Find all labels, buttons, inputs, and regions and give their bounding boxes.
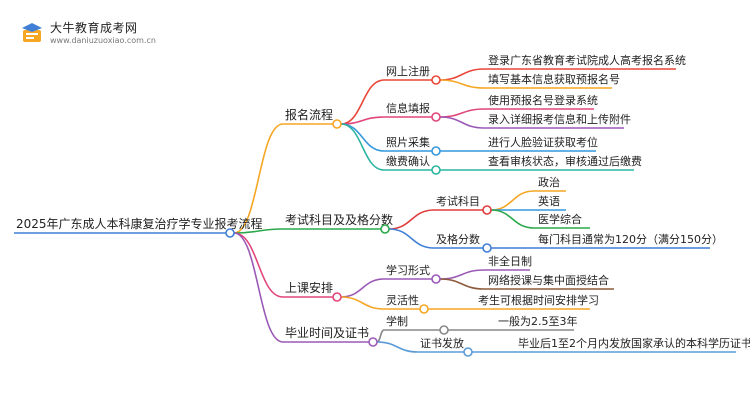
subtopic-4-1: 学制: [386, 314, 408, 328]
leaf-1-2-1: 使用预报名号登录系统: [488, 93, 598, 107]
leaf-3-2-1: 考生可根据时间安排学习: [478, 293, 599, 307]
subtopic-connector-1-2: [340, 116, 385, 125]
branch-topic-1: 报名流程: [285, 107, 333, 122]
leaf-1-4-1: 查看审核状态，审核通过后缴费: [488, 154, 642, 168]
leaf-4-1-1: 一般为2.5至3年: [498, 314, 578, 328]
root-topic: 2025年广东成人本科康复治疗学专业报考流程: [16, 216, 263, 231]
subtopic-connector-2-1: [388, 209, 435, 230]
leaf-connector-3-1-1: [439, 269, 485, 280]
subtopic-collapse-knob-4-1[interactable]: [439, 325, 449, 335]
branch-topic-3: 上课安排: [285, 280, 333, 295]
leaf-connector-1-1-1: [439, 68, 485, 81]
branch-topic-4: 毕业时间及证书: [285, 326, 369, 340]
root-collapse-knob[interactable]: [225, 228, 235, 238]
leaf-connector-2-1-3: [490, 209, 535, 229]
subtopic-collapse-knob-3-2[interactable]: [419, 304, 429, 314]
subtopic-connector-3-2: [340, 296, 385, 310]
subtopic-1-4: 缴费确认: [386, 154, 430, 168]
leaf-2-1-1: 政治: [538, 175, 560, 189]
leaf-1-2-2: 录入详细报考信息和上传附件: [488, 112, 631, 126]
subtopic-4-2: 证书发放: [420, 336, 464, 350]
subtopic-connector-2-2: [388, 228, 435, 249]
branch-collapse-knob-1[interactable]: [332, 119, 342, 129]
subtopic-connector-4-1: [376, 329, 385, 343]
subtopic-connector-4-2: [376, 341, 419, 353]
site-logo[interactable]: 大牛教育成考网 www.daniuzuoxiao.com.cn: [8, 12, 168, 52]
subtopic-collapse-knob-1-2[interactable]: [431, 112, 441, 122]
leaf-2-1-2: 英语: [538, 194, 560, 208]
subtopic-connector-1-1: [340, 79, 385, 125]
subtopic-1-2: 信息填报: [386, 101, 430, 115]
subtopic-1-3: 照片采集: [386, 135, 430, 149]
subtopic-2-2: 及格分数: [436, 232, 480, 246]
subtopic-connector-1-4: [340, 123, 385, 171]
branch-collapse-knob-2[interactable]: [380, 224, 390, 234]
branch-connector-3: [233, 232, 284, 298]
subtopic-collapse-knob-1-3[interactable]: [431, 146, 441, 156]
leaf-4-2-1: 毕业后1至2个月内发放国家承认的本科学历证书: [518, 336, 750, 350]
branch-connector-1: [233, 123, 284, 234]
branch-collapse-knob-4[interactable]: [368, 337, 378, 347]
leaf-1-3-1: 进行人脸验证获取考位: [488, 135, 598, 149]
subtopic-collapse-knob-1-4[interactable]: [431, 165, 441, 175]
leaf-1-1-1: 登录广东省教育考试院成人高考报名系统: [488, 53, 686, 67]
leaf-2-1-3: 医学综合: [538, 212, 582, 226]
mind-map-nodes: 2025年广东成人本科康复治疗学专业报考流程 报名流程 网上注册 登录广东省教育考试院…: [16, 53, 750, 357]
branch-topic-2: 考试科目及及格分数: [285, 212, 393, 227]
leaf-connector-1-2-1: [439, 108, 485, 118]
logo-title: 大牛教育成考网: [50, 21, 138, 35]
graduation-book-icon: [22, 23, 42, 42]
subtopic-connector-3-1: [340, 278, 385, 298]
mind-map-edges: [14, 68, 736, 353]
logo-url: www.daniuzuoxiao.com.cn: [50, 36, 156, 45]
subtopic-3-2: 灵活性: [386, 293, 419, 307]
subtopic-collapse-knob-3-1[interactable]: [431, 274, 441, 284]
leaf-1-1-2: 填写基本信息获取预报名号: [488, 72, 620, 86]
leaf-3-1-2: 网络授课与集中面授结合: [488, 273, 609, 287]
subtopic-2-1: 考试科目: [436, 194, 480, 208]
branch-collapse-knob-3[interactable]: [332, 292, 342, 302]
leaf-connector-1-1-2: [439, 79, 485, 89]
subtopic-collapse-knob-2-2[interactable]: [482, 243, 492, 253]
leaf-connector-2-1-1: [490, 190, 535, 211]
subtopic-3-1: 学习形式: [386, 263, 430, 277]
leaf-connector-3-1-2: [439, 278, 485, 290]
branch-connector-4: [233, 232, 284, 343]
leaf-3-1-1: 非全日制: [488, 254, 532, 268]
branch-connector-2: [233, 228, 284, 234]
subtopic-collapse-knob-1-1[interactable]: [431, 75, 441, 85]
subtopic-collapse-knob-2-1[interactable]: [482, 205, 492, 215]
leaf-2-2-1: 每门科目通常为120分（满分150分）: [538, 232, 723, 246]
leaf-connector-1-2-2: [439, 116, 485, 129]
subtopic-1-1: 网上注册: [386, 64, 430, 78]
subtopic-collapse-knob-4-2[interactable]: [463, 347, 473, 357]
